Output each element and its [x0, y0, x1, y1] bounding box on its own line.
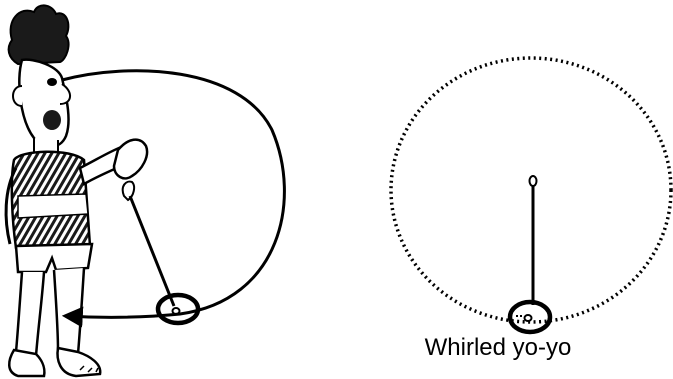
boy-thumb: [123, 182, 134, 200]
boy-figure: [6, 5, 147, 376]
boy-left-leg: [16, 272, 44, 356]
boy-left-foot: [9, 350, 44, 376]
yoyo-string-left: [130, 196, 174, 306]
orbit-dotted-circle: [391, 58, 671, 322]
boy-ear: [13, 86, 22, 106]
pivot-point: [530, 176, 537, 186]
diagram-caption: Whirled yo-yo: [388, 336, 608, 360]
boy-belly: [18, 194, 88, 218]
boy-eye: [47, 78, 57, 86]
boy-right-foot: [58, 348, 101, 376]
whirl-path-left: [62, 71, 284, 318]
boy-right-leg: [54, 268, 84, 354]
boy-hand: [114, 140, 147, 179]
boy-shorts: [16, 244, 92, 272]
yoyo-icon-right: [510, 302, 550, 332]
yoyo-icon-left: [158, 295, 198, 323]
boy-mouth: [43, 110, 61, 130]
boy-hair: [9, 5, 69, 64]
